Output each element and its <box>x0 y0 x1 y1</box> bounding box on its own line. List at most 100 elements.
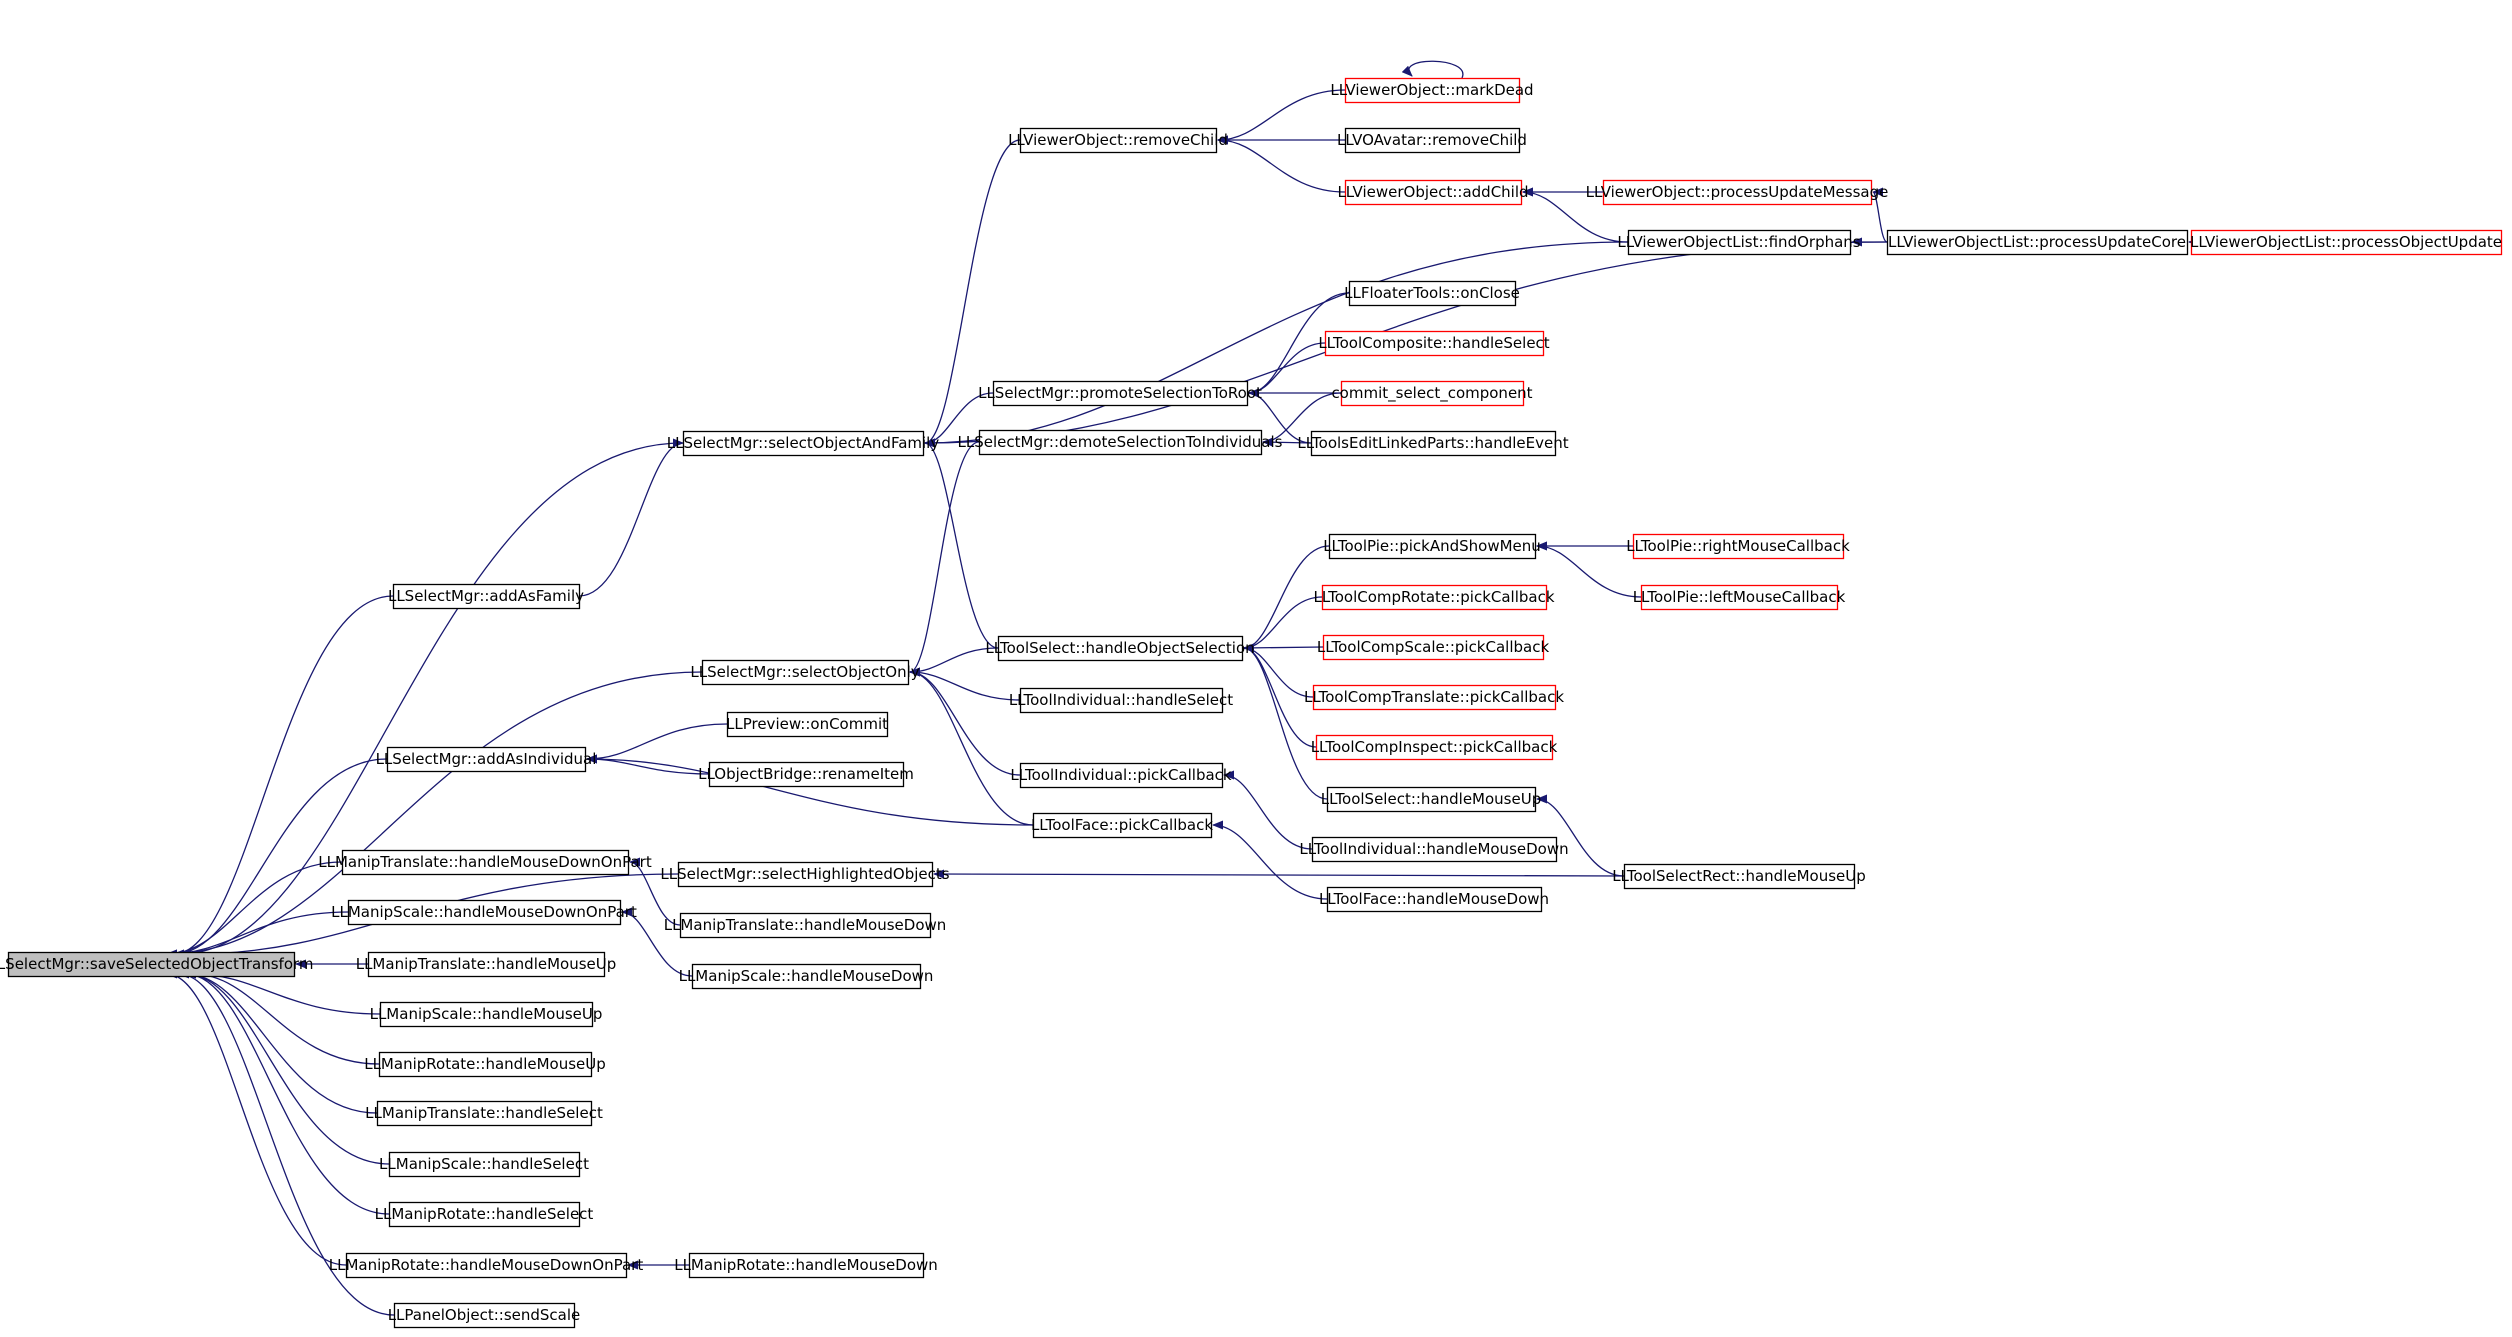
node-tsrHMU[interactable]: LLToolSelectRect::handleMouseUp <box>1612 863 1866 890</box>
node-voaRC[interactable]: LLVOAvatar::removeChild <box>1337 127 1527 154</box>
node-label: LLToolSelect::handleMouseUp <box>1321 790 1541 808</box>
edge-selAndFam-to-root <box>180 442 684 959</box>
node-mrHS[interactable]: LLManipRotate::handleSelect <box>375 1201 594 1228</box>
node-selOnly[interactable]: LLSelectMgr::selectObjectOnly <box>690 659 920 686</box>
node-box <box>1627 229 1852 256</box>
node-addAsInd[interactable]: LLSelectMgr::addAsIndividual <box>376 746 597 773</box>
node-tfPC[interactable]: LLToolFace::pickCallback <box>1031 812 1213 839</box>
node-label: LLViewerObject::markDead <box>1330 81 1533 99</box>
node-box <box>388 1151 581 1178</box>
edge-tsHMU-to-tsHOS <box>1243 643 1328 800</box>
node-tciPC[interactable]: LLToolCompInspect::pickCallback <box>1311 734 1558 761</box>
node-mrHMD[interactable]: LLManipRotate::handleMouseDown <box>674 1252 938 1279</box>
edge-tsHOS-to-selAndFam <box>924 438 999 649</box>
node-label: LLToolPie::pickAndShowMenu <box>1323 537 1541 555</box>
node-msHMDOP[interactable]: LLManipScale::handleMouseDownOnPart <box>331 899 637 926</box>
node-root[interactable]: LLSelectMgr::saveSelectedObjectTransform <box>0 951 314 978</box>
node-box <box>1344 179 1523 206</box>
node-label: LLToolCompScale::pickCallback <box>1317 638 1550 656</box>
node-selHi[interactable]: LLSelectMgr::selectHighlightedObjects <box>660 861 950 888</box>
node-tcrPC[interactable]: LLToolCompRotate::pickCallback <box>1313 584 1555 611</box>
node-addAsFam[interactable]: LLSelectMgr::addAsFamily <box>388 583 584 610</box>
node-tsHOS[interactable]: LLToolSelect::handleObjectSelection <box>985 635 1255 662</box>
node-telpHE[interactable]: LLToolsEditLinkedParts::handleEvent <box>1297 430 1569 457</box>
node-box <box>1326 886 1543 913</box>
node-tiPC[interactable]: LLToolIndividual::pickCallback <box>1010 762 1232 789</box>
node-tiHMD[interactable]: LLToolIndividual::handleMouseDown <box>1299 836 1569 863</box>
node-label: LLManipRotate::handleSelect <box>375 1205 594 1223</box>
node-tcHS[interactable]: LLToolComposite::handleSelect <box>1318 330 1550 357</box>
node-box <box>379 1001 594 1028</box>
node-mtHS[interactable]: LLManipTranslate::handleSelect <box>365 1100 603 1127</box>
node-mrHMU[interactable]: LLManipRotate::handleMouseUp <box>364 1051 606 1078</box>
node-label: LLToolFace::pickCallback <box>1031 816 1213 834</box>
node-msHMD[interactable]: LLManipScale::handleMouseDown <box>679 963 934 990</box>
node-volFO[interactable]: LLViewerObjectList::findOrphans <box>1617 229 1861 256</box>
node-box <box>679 912 932 939</box>
node-selAndFam[interactable]: LLSelectMgr::selectObjectAndFamily <box>667 430 940 457</box>
edge-volPUC-to-voPUM <box>1872 187 1888 243</box>
node-label: LLSelectMgr::demoteSelectionToIndividual… <box>958 433 1283 451</box>
node-volPUC[interactable]: LLViewerObjectList::processUpdateCore <box>1886 229 2189 256</box>
node-box <box>1019 687 1224 714</box>
node-demote[interactable]: LLSelectMgr::demoteSelectionToIndividual… <box>958 429 1283 456</box>
edge-tiHMD-to-tiPC <box>1223 770 1313 850</box>
node-pSS[interactable]: LLPanelObject::sendScale <box>388 1302 581 1329</box>
edge-voMD-to-voMD <box>1401 60 1464 79</box>
node-tiHS[interactable]: LLToolIndividual::handleSelect <box>1009 687 1233 714</box>
node-label: LLViewerObjectList::findOrphans <box>1617 233 1860 251</box>
edge-selOnly-to-root <box>166 671 703 959</box>
node-voRC[interactable]: LLViewerObject::removeChild <box>1008 127 1228 154</box>
edge-tcrPC-to-tsHOS <box>1243 596 1323 653</box>
node-box <box>386 746 587 773</box>
node-msHS[interactable]: LLManipScale::handleSelect <box>379 1151 589 1178</box>
node-label: LLToolIndividual::handleMouseDown <box>1299 840 1568 858</box>
node-prevOC[interactable]: LLPreview::onCommit <box>726 711 889 738</box>
node-label: LLToolComposite::handleSelect <box>1318 334 1549 352</box>
node-msHMU[interactable]: LLManipScale::handleMouseUp <box>370 1001 603 1028</box>
node-box <box>1311 836 1558 863</box>
edge-tcsPC-to-tsHOS <box>1243 643 1324 653</box>
node-label: commit_select_component <box>1331 384 1532 403</box>
node-mrHMDOP[interactable]: LLManipRotate::handleMouseDownOnPart <box>329 1252 644 1279</box>
edge-msHS-to-root <box>185 969 390 1165</box>
node-box <box>1322 634 1545 661</box>
edge-demote-to-selOnly <box>909 441 980 677</box>
node-mtHMDOP[interactable]: LLManipTranslate::handleMouseDownOnPart <box>318 849 652 876</box>
node-tctPC[interactable]: LLToolCompTranslate::pickCallback <box>1304 684 1564 711</box>
node-volPOU[interactable]: LLViewerObjectList::processObjectUpdate <box>2190 229 2503 256</box>
node-tpLMC[interactable]: LLToolPie::leftMouseCallback <box>1633 584 1846 611</box>
edge-pSS-to-root <box>178 969 395 1316</box>
node-label: LLSelectMgr::addAsIndividual <box>376 750 597 768</box>
node-voPUM[interactable]: LLViewerObject::processUpdateMessage <box>1586 179 1889 206</box>
edge-tfPC-to-selOnly <box>909 667 1034 826</box>
node-tpPASM[interactable]: LLToolPie::pickAndShowMenu <box>1323 533 1541 560</box>
node-box <box>345 1252 628 1279</box>
node-label: LLSelectMgr::saveSelectedObjectTransform <box>0 955 314 973</box>
edge-layer <box>166 60 2199 1316</box>
node-label: LLObjectBridge::renameItem <box>698 765 914 783</box>
node-tcsPC[interactable]: LLToolCompScale::pickCallback <box>1317 634 1550 661</box>
node-box <box>708 761 905 788</box>
node-voAC[interactable]: LLViewerObject::addChild <box>1337 179 1529 206</box>
node-box <box>1321 584 1548 611</box>
node-label: LLSelectMgr::selectObjectAndFamily <box>667 434 940 452</box>
node-box <box>1340 380 1525 407</box>
node-tsHMU[interactable]: LLToolSelect::handleMouseUp <box>1321 786 1541 813</box>
node-label: LLViewerObjectList::processObjectUpdate <box>2190 233 2502 251</box>
node-tfHMD[interactable]: LLToolFace::handleMouseDown <box>1319 886 1549 913</box>
node-ftOC[interactable]: LLFloaterTools::onClose <box>1344 280 1520 307</box>
node-label: LLManipRotate::handleMouseDownOnPart <box>329 1256 644 1274</box>
node-label: LLManipTranslate::handleMouseDownOnPart <box>318 853 652 871</box>
node-mtHMU[interactable]: LLManipTranslate::handleMouseUp <box>356 951 617 978</box>
edge-mrHMDOP-to-root <box>166 969 347 1266</box>
node-obRI[interactable]: LLObjectBridge::renameItem <box>698 761 914 788</box>
node-mtHMD[interactable]: LLManipTranslate::handleMouseDown <box>664 912 947 939</box>
node-tpRMC[interactable]: LLToolPie::rightMouseCallback <box>1626 533 1850 560</box>
node-csc[interactable]: commit_select_component <box>1331 380 1533 407</box>
node-voMD[interactable]: LLViewerObject::markDead <box>1330 77 1534 104</box>
node-label: LLViewerObject::processUpdateMessage <box>1586 183 1889 201</box>
node-promote[interactable]: LLSelectMgr::promoteSelectionToRoot <box>978 380 1262 407</box>
node-box <box>726 711 889 738</box>
node-box <box>1640 584 1839 611</box>
